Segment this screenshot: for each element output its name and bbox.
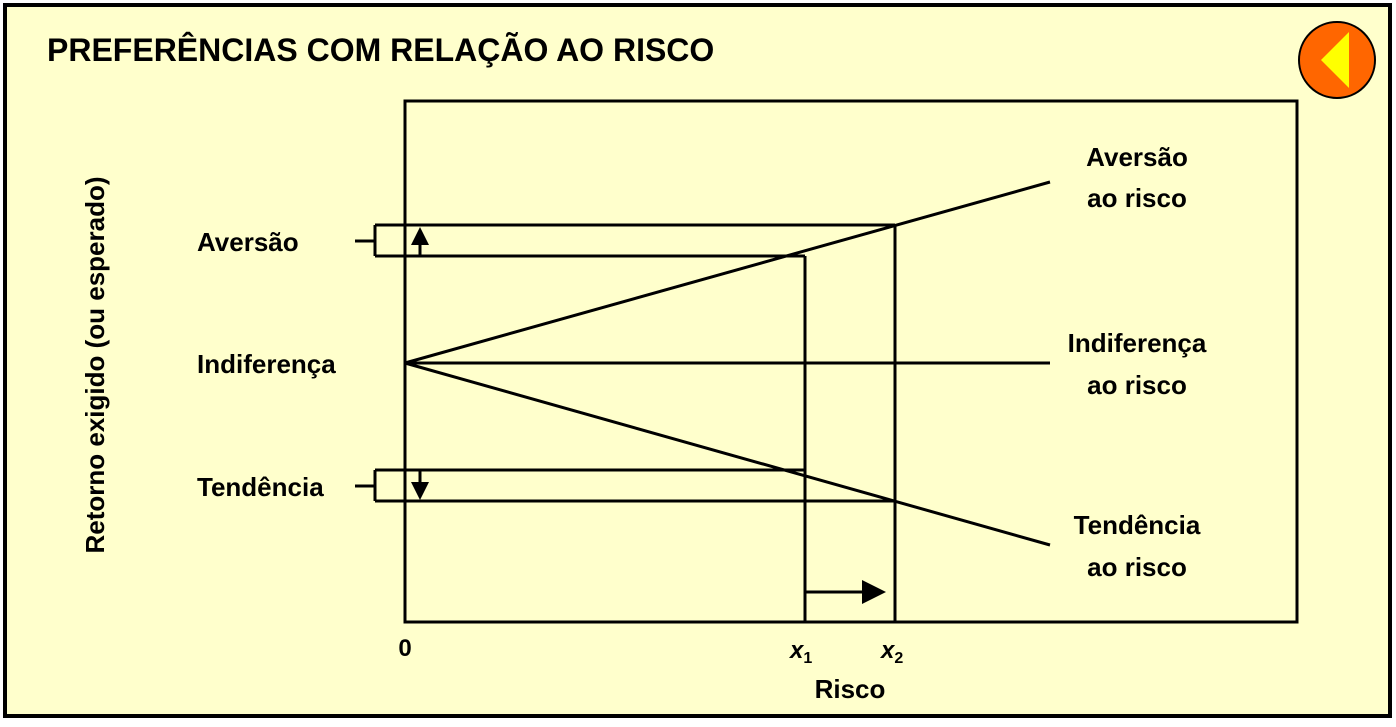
x-tick-x2: x2 — [879, 637, 903, 667]
slide-title: PREFERÊNCIAS COM RELAÇÃO AO RISCO — [47, 32, 714, 68]
line-label-tendency-2: ao risco — [1087, 552, 1187, 582]
slide-frame — [3, 3, 1392, 718]
aversion-bracket — [355, 223, 895, 258]
tendency-line — [404, 361, 1051, 547]
line-label-aversion-1: Aversão — [1086, 142, 1188, 172]
x-tick-x1: x1 — [788, 637, 812, 667]
line-label-indifference-2: ao risco — [1087, 370, 1187, 400]
left-label-indifference: Indiferença — [197, 349, 336, 379]
x-tick-origin: 0 — [398, 635, 411, 662]
triangle-left-icon — [1321, 32, 1349, 88]
line-label-tendency-1: Tendência — [1074, 510, 1201, 540]
line-label-aversion-2: ao risco — [1087, 183, 1187, 213]
left-label-aversion: Aversão — [197, 227, 299, 257]
x-axis-label: Risco — [815, 674, 886, 704]
tendency-bracket — [355, 468, 895, 503]
back-button[interactable] — [1298, 21, 1376, 99]
aversion-line — [404, 180, 1051, 365]
y-axis-label: Retorno exigido (ou esperado) — [80, 176, 110, 553]
left-label-tendency: Tendência — [197, 472, 324, 502]
line-label-indifference-1: Indiferença — [1068, 328, 1207, 358]
